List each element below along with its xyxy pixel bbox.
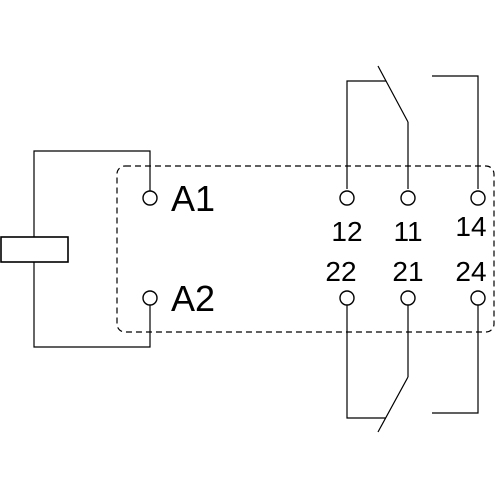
terminal-12 <box>339 190 355 206</box>
coil-wire-bottom <box>33 262 151 348</box>
terminal-22 <box>339 290 355 306</box>
label-24: 24 <box>455 256 486 287</box>
contact-24-wire <box>432 305 479 414</box>
label-21: 21 <box>392 256 423 287</box>
terminal-a2 <box>142 290 158 306</box>
contact-21-blade <box>377 376 409 433</box>
terminal-24 <box>470 290 486 306</box>
coil-wire-top <box>33 150 151 237</box>
label-a2: A2 <box>171 278 215 319</box>
label-a1: A1 <box>171 178 215 219</box>
contact-14-wire <box>432 75 479 189</box>
label-11: 11 <box>393 216 422 247</box>
coil-symbol <box>0 236 69 263</box>
label-14: 14 <box>455 211 486 242</box>
label-12: 12 <box>331 216 362 247</box>
relay-housing-outline <box>116 165 495 333</box>
terminal-11 <box>400 190 416 206</box>
terminal-a1 <box>142 190 158 206</box>
contact-22-wire <box>346 305 386 419</box>
terminal-14 <box>470 190 486 206</box>
label-22: 22 <box>325 256 356 287</box>
contact-11-blade <box>377 65 409 123</box>
terminal-21 <box>400 290 416 306</box>
contact-12-wire <box>346 80 386 189</box>
